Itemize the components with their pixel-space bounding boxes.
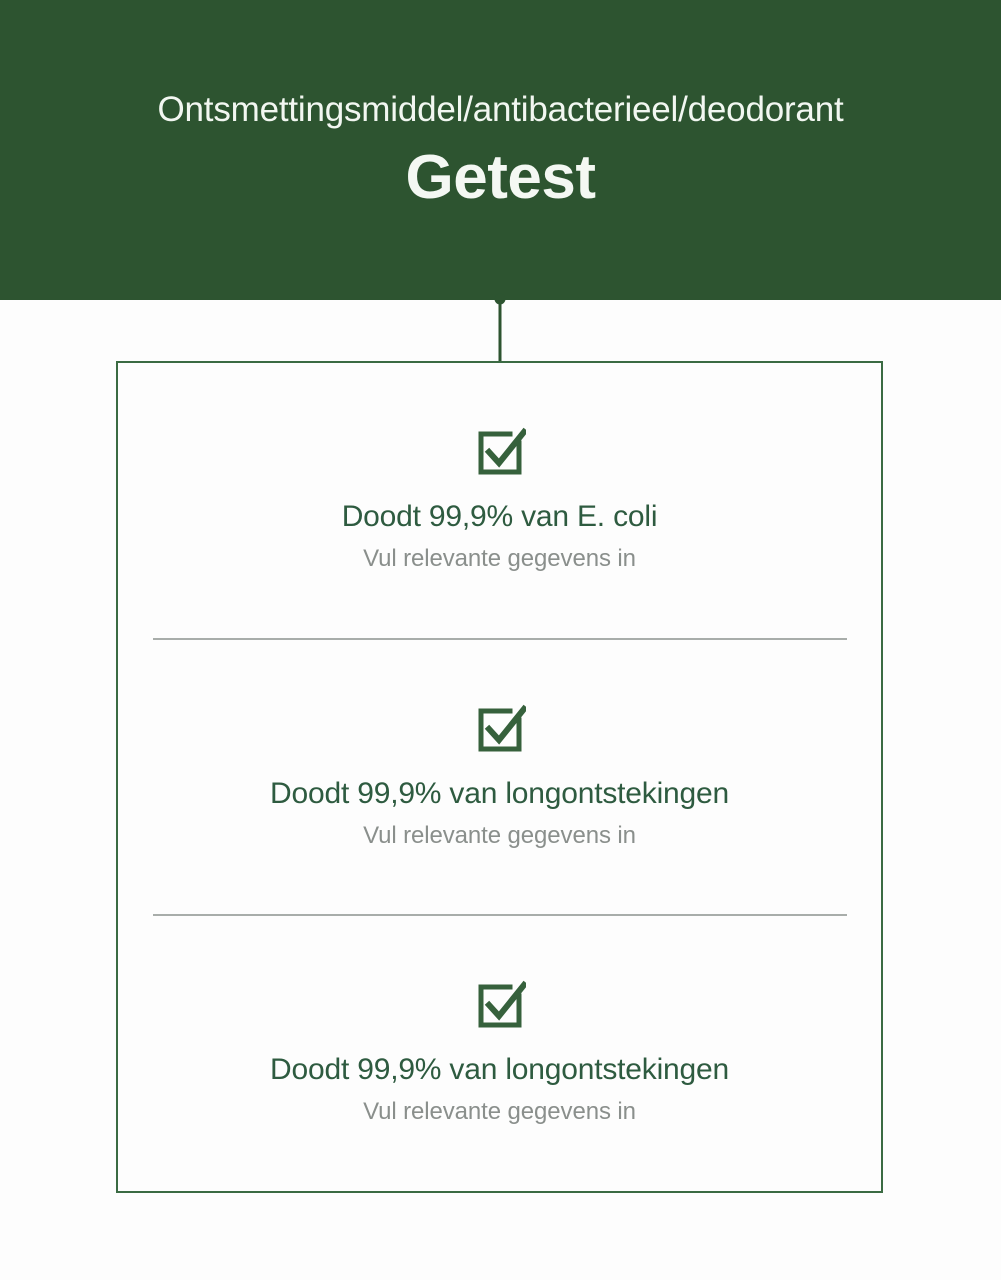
feature-subtitle: Vul relevante gegevens in bbox=[363, 544, 636, 572]
feature-divider bbox=[152, 637, 847, 640]
checked-checkbox-icon bbox=[478, 427, 526, 475]
feature-item: Doodt 99,9% van longontstekingen Vul rel… bbox=[118, 916, 881, 1191]
connector-line bbox=[498, 300, 502, 362]
feature-item: Doodt 99,9% van longontstekingen Vul rel… bbox=[118, 640, 881, 915]
checked-checkbox-icon bbox=[478, 981, 526, 1028]
feature-subtitle: Vul relevante gegevens in bbox=[363, 1098, 636, 1126]
feature-subtitle: Vul relevante gegevens in bbox=[363, 821, 636, 849]
header-subtitle: Ontsmettingsmiddel/antibacterieel/deodor… bbox=[157, 90, 844, 130]
feature-title: Doodt 99,9% van longontstekingen bbox=[270, 1053, 729, 1087]
header-title: Getest bbox=[405, 142, 596, 212]
connector-dot-icon bbox=[494, 293, 506, 305]
feature-title: Doodt 99,9% van E. coli bbox=[341, 499, 658, 533]
feature-card: Doodt 99,9% van E. coli Vul relevante ge… bbox=[116, 361, 883, 1193]
feature-divider bbox=[152, 914, 847, 917]
header-banner: Ontsmettingsmiddel/antibacterieel/deodor… bbox=[0, 0, 1001, 300]
checked-checkbox-icon bbox=[478, 704, 526, 752]
feature-item: Doodt 99,9% van E. coli Vul relevante ge… bbox=[118, 363, 881, 638]
feature-title: Doodt 99,9% van longontstekingen bbox=[270, 776, 729, 810]
